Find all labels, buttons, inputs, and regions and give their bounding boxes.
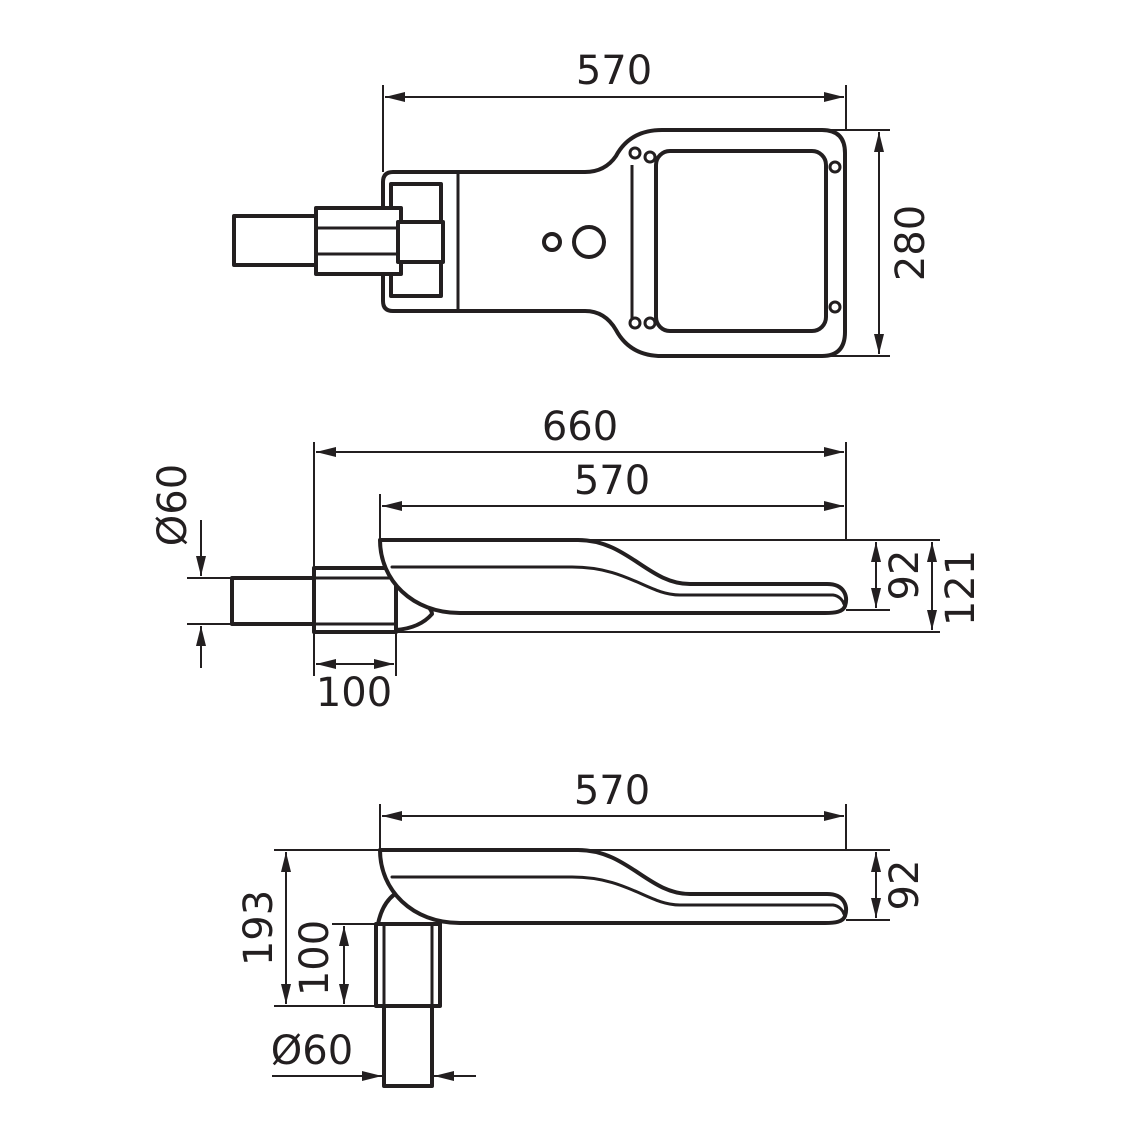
side-view: 660 570 Ø60 92 121 100 xyxy=(150,404,984,716)
top-width-label: 570 xyxy=(576,48,652,94)
top-screw-hole xyxy=(628,316,642,330)
side-housing-outline xyxy=(378,538,848,615)
top-vent-hole-small xyxy=(542,232,562,252)
side-body-length-label: 570 xyxy=(574,458,650,504)
vertical-clamp xyxy=(374,922,442,1008)
vertical-pole-stub xyxy=(382,1004,434,1088)
side-pole-diameter-label: Ø60 xyxy=(150,464,196,546)
vertical-housing-outline xyxy=(378,848,848,925)
top-screw-hole xyxy=(643,150,657,164)
vertical-mount-view: 570 92 193 100 Ø60 xyxy=(236,768,928,1088)
top-lens-window xyxy=(654,149,828,333)
top-screw-hole xyxy=(828,160,842,174)
top-clamp-body xyxy=(314,206,403,276)
vertical-clamp-length-label: 100 xyxy=(292,920,338,996)
side-overall-length-label: 660 xyxy=(542,404,618,450)
vertical-body-height-label: 92 xyxy=(882,860,928,911)
side-clamp-length-label: 100 xyxy=(316,670,392,716)
top-clamp-block xyxy=(396,220,445,264)
vertical-pole-diameter-label: Ø60 xyxy=(271,1028,353,1074)
side-total-height-label: 121 xyxy=(938,550,984,626)
top-height-label: 280 xyxy=(888,205,934,281)
top-view: 570 280 xyxy=(232,48,934,358)
top-screw-hole xyxy=(643,316,657,330)
side-pole-stub xyxy=(230,576,316,626)
side-body-height-label: 92 xyxy=(882,550,928,601)
top-screw-hole xyxy=(828,300,842,314)
side-housing-inner-line xyxy=(390,565,846,606)
top-screw-hole xyxy=(628,146,642,160)
vertical-housing-inner-line xyxy=(390,875,846,916)
top-vent-hole-large xyxy=(572,225,606,259)
top-pole-stub xyxy=(232,214,318,267)
vertical-total-height-label: 193 xyxy=(236,890,282,966)
vertical-body-length-label: 570 xyxy=(574,768,650,814)
